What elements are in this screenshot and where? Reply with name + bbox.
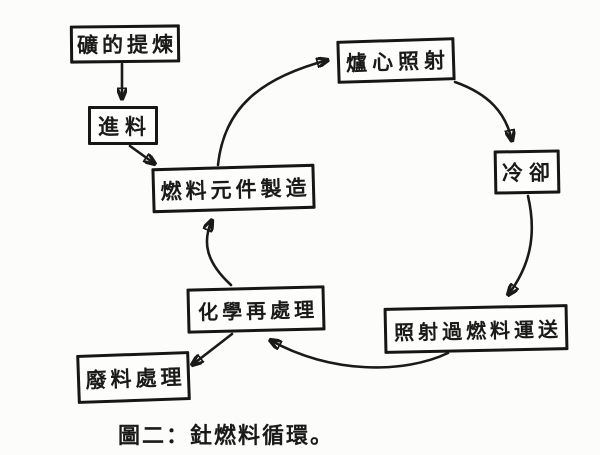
node-cooling-label: 冷卻 xyxy=(501,160,557,186)
node-irradiated-fuel-transport-label: 照射過燃料運送 xyxy=(393,318,563,345)
node-waste-treatment: 廢料處理 xyxy=(76,351,191,404)
node-waste-treatment-label: 廢料處理 xyxy=(85,364,186,393)
arrow-reprocessing-to-waste xyxy=(192,332,234,365)
figure-caption: 圖二：釷燃料循環。 xyxy=(118,423,335,448)
node-cooling: 冷卻 xyxy=(493,149,561,195)
node-in-core-irradiation-label: 爐心照射 xyxy=(345,47,451,76)
node-feed: 進料 xyxy=(88,106,158,145)
arrow-core-to-cooling xyxy=(453,80,512,141)
node-chemical-reprocessing-label: 化學再處理 xyxy=(197,299,319,325)
node-feed-label: 進料 xyxy=(98,114,152,139)
node-in-core-irradiation: 爐心照射 xyxy=(336,37,456,84)
arrow-reprocessing-to-fabrication xyxy=(207,220,233,287)
arrow-transport-to-reprocessing xyxy=(270,340,450,369)
arrow-fabrication-to-core xyxy=(216,60,328,167)
node-fuel-element-fabrication: 燃料元件製造 xyxy=(151,163,316,214)
node-ore-refining: 礦的提煉 xyxy=(69,24,181,64)
arrow-feed-to-fabrication xyxy=(128,144,155,164)
arrow-cooling-to-transport xyxy=(508,194,534,295)
node-irradiated-fuel-transport: 照射過燃料運送 xyxy=(383,304,569,354)
node-fuel-element-fabrication-label: 燃料元件製造 xyxy=(160,175,311,204)
node-chemical-reprocessing: 化學再處理 xyxy=(186,285,326,334)
node-ore-refining-label: 礦的提煉 xyxy=(76,32,178,58)
